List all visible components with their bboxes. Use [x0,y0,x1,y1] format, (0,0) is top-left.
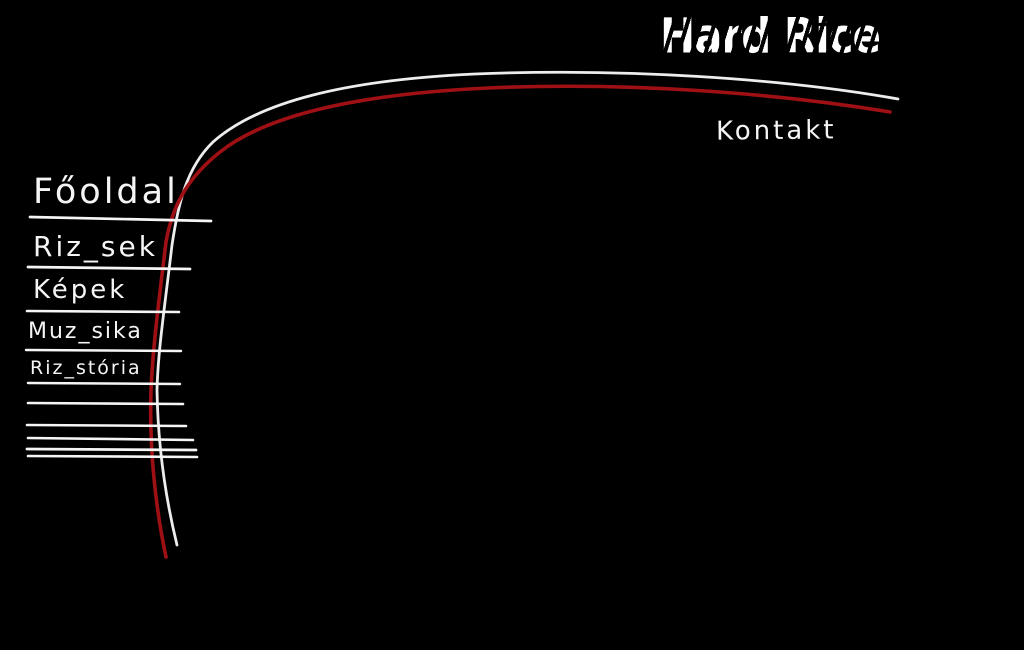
menu-underline [25,309,181,314]
decorative-line [26,401,185,406]
menu-underline [26,265,192,271]
menu-item-kepek[interactable]: Képek [33,275,128,305]
kontakt-link[interactable]: Kontakt [715,115,837,147]
curve-red [148,84,892,559]
menu-item-muzsika[interactable]: Muz_sika [28,319,143,344]
menu-underline [26,381,182,386]
menu-item-rizsek[interactable]: Riz_sek [33,230,158,263]
decorative-line [25,447,198,452]
menu-underline [24,348,183,353]
menu-item-rizstoria[interactable]: Riz_stória [30,357,142,379]
decorative-line [25,423,188,428]
menu-underline [28,215,213,223]
curve-white [155,70,900,547]
decorative-line [26,436,195,442]
decorative-line [26,454,199,459]
site-logo[interactable]: Hard Rice [654,6,914,70]
site-logo-text: Hard Rice [660,8,881,64]
menu-item-fooldal[interactable]: Főoldal [33,172,179,212]
